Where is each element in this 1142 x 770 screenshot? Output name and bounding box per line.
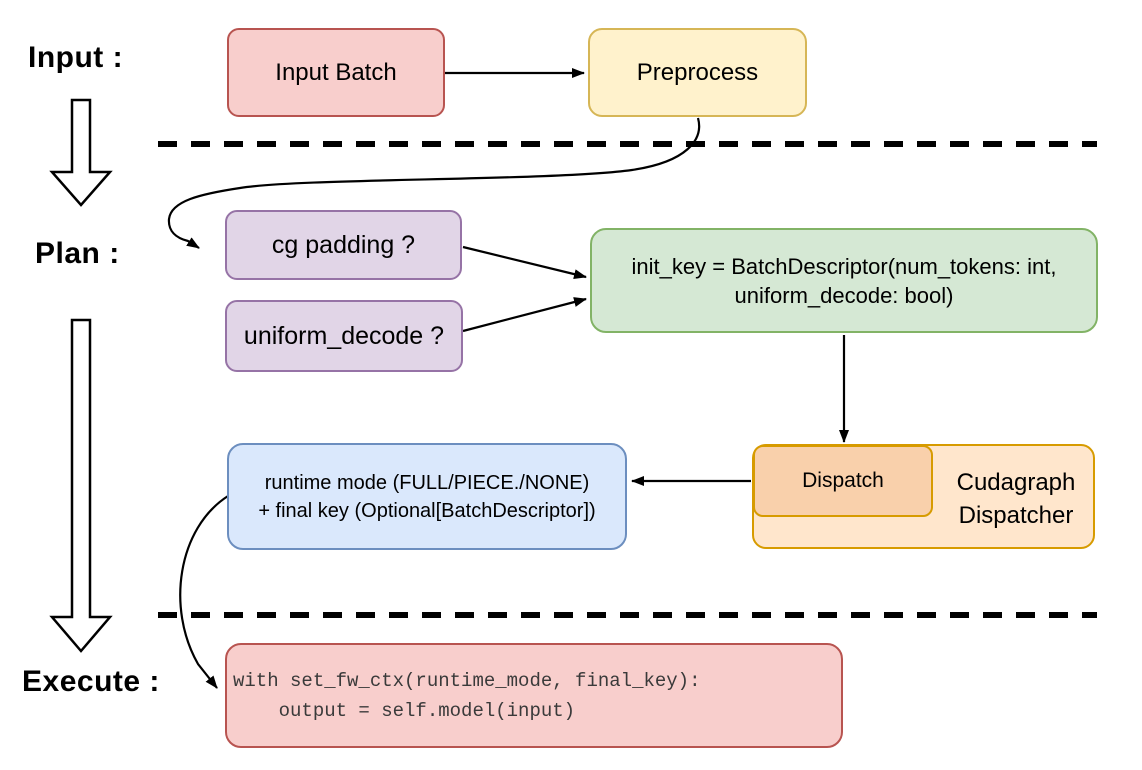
node-init-key-line1: init_key = BatchDescriptor(num_tokens: i… bbox=[631, 253, 1057, 279]
node-input-batch-label: Input Batch bbox=[275, 58, 397, 86]
node-uniform-decode: uniform_decode ? bbox=[225, 300, 463, 372]
node-init-key: init_key = BatchDescriptor(num_tokens: i… bbox=[590, 228, 1098, 333]
node-init-key-line2: uniform_decode: bool) bbox=[734, 282, 954, 308]
down-arrow-icon-input-to-plan bbox=[49, 98, 113, 207]
node-uniform-decode-label: uniform_decode ? bbox=[243, 321, 445, 350]
node-cg-padding-label: cg padding ? bbox=[271, 230, 416, 259]
section-label-execute: Execute : bbox=[22, 665, 160, 698]
arrow-runtime-mode-to-execute-code bbox=[179, 495, 229, 689]
arrow-cg-padding-to-init-key bbox=[462, 245, 587, 280]
node-cg-padding: cg padding ? bbox=[225, 210, 462, 280]
node-preprocess-label: Preprocess bbox=[636, 58, 759, 86]
node-dispatch: Dispatch bbox=[753, 445, 933, 517]
execute-code-line2: output = self.model(input) bbox=[233, 699, 576, 722]
node-execute-code: with set_fw_ctx(runtime_mode, final_key)… bbox=[225, 643, 843, 748]
section-label-plan: Plan : bbox=[35, 237, 120, 270]
node-runtime-mode-line1: runtime mode (FULL/PIECE./NONE) bbox=[264, 471, 590, 494]
down-arrow-icon-plan-to-execute bbox=[49, 318, 113, 653]
node-runtime-mode-line2: + final key (Optional[BatchDescriptor]) bbox=[258, 499, 596, 522]
cudagraph-line1: Cudagraph bbox=[956, 468, 1076, 496]
arrow-preprocess-to-cg-padding bbox=[167, 117, 701, 249]
execute-code-line1: with set_fw_ctx(runtime_mode, final_key)… bbox=[233, 669, 701, 692]
node-preprocess: Preprocess bbox=[588, 28, 807, 117]
node-dispatch-label: Dispatch bbox=[802, 469, 884, 492]
section-label-input: Input : bbox=[28, 41, 124, 74]
cudagraph-line2: Dispatcher bbox=[958, 501, 1074, 529]
node-runtime-mode: runtime mode (FULL/PIECE./NONE) + final … bbox=[227, 443, 627, 550]
node-cudagraph-dispatcher-label: Cudagraph Dispatcher bbox=[935, 446, 1097, 551]
node-input-batch: Input Batch bbox=[227, 28, 445, 117]
arrow-uniform-decode-to-init-key bbox=[462, 297, 587, 333]
